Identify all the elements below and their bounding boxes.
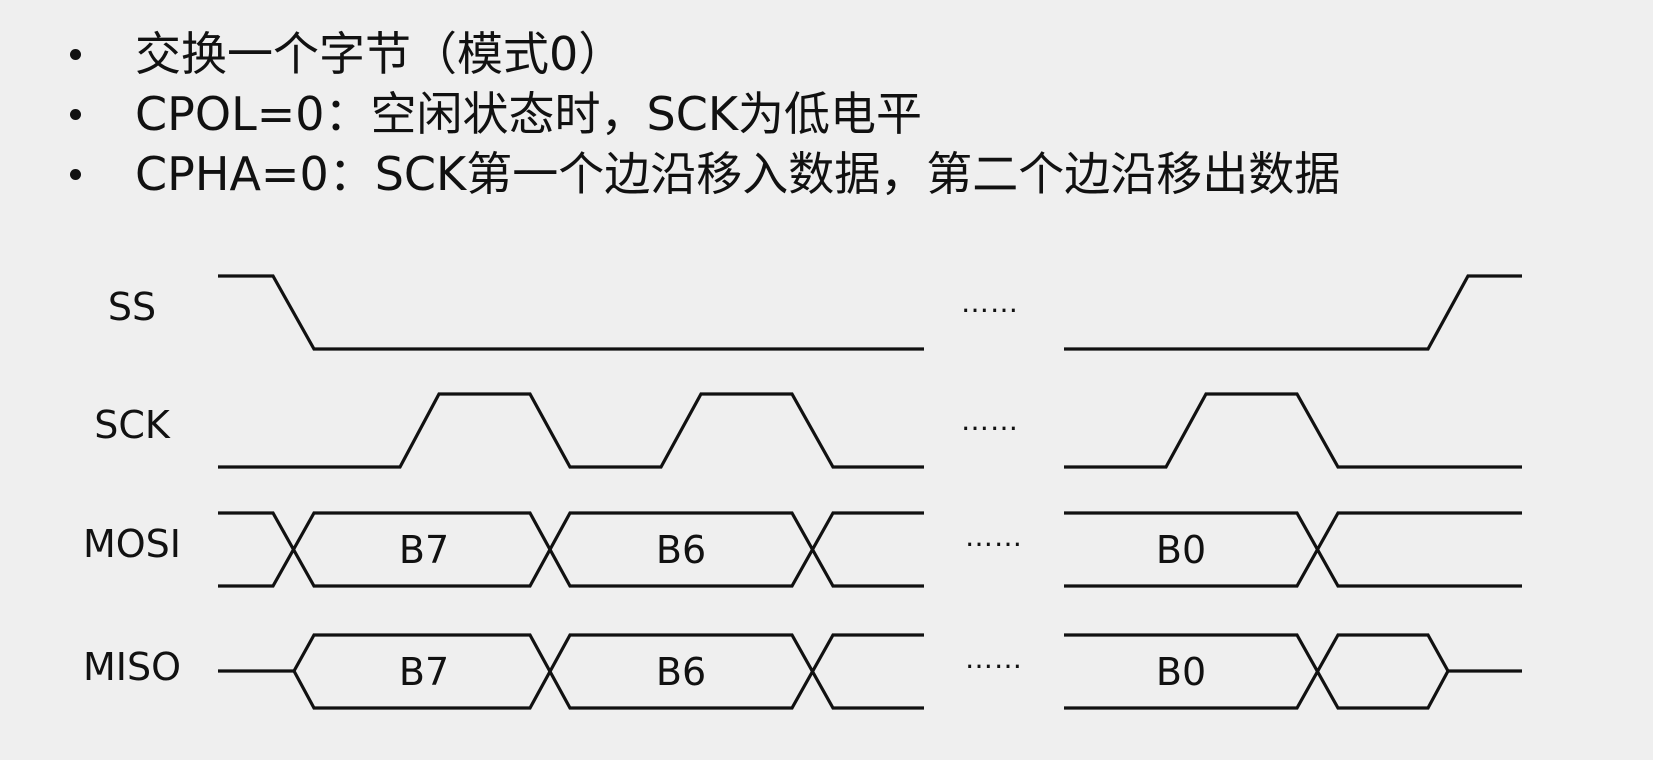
bullet-item: CPHA=0：SCK第一个边沿移入数据，第二个边沿移出数据 bbox=[60, 144, 1340, 204]
bullet-dot-icon bbox=[70, 109, 81, 120]
signal-label-sck: SCK bbox=[94, 403, 171, 447]
mosi-byte-label: B0 bbox=[1156, 528, 1206, 572]
bullet-text: CPHA=0：SCK第一个边沿移入数据，第二个边沿移出数据 bbox=[135, 147, 1341, 201]
signal-label-mosi: MOSI bbox=[83, 522, 181, 566]
miso-byte-label: B7 bbox=[399, 650, 449, 694]
signal-label-ss: SS bbox=[108, 285, 156, 329]
ss-wave-right bbox=[1064, 274, 1522, 351]
bullet-text: CPOL=0：空闲状态时，SCK为低电平 bbox=[135, 87, 922, 141]
miso-byte-label: B6 bbox=[656, 650, 706, 694]
bullet-item: 交换一个字节（模式0） bbox=[60, 24, 1340, 84]
sck-wave-left bbox=[218, 392, 924, 469]
mosi-wave-top-left bbox=[218, 511, 924, 588]
mosi-byte-label: B6 bbox=[656, 528, 706, 572]
bullet-list: 交换一个字节（模式0） CPOL=0：空闲状态时，SCK为低电平 CPHA=0：… bbox=[60, 24, 1340, 204]
sck-ellipsis: …… bbox=[961, 404, 1019, 437]
sck-wave-right bbox=[1064, 392, 1522, 469]
mosi-ellipsis: …… bbox=[965, 520, 1023, 553]
mosi-wave-bottom-right bbox=[1064, 511, 1522, 588]
ss-wave-left bbox=[218, 274, 924, 351]
mosi-byte-label: B7 bbox=[399, 528, 449, 572]
miso-wave-bottom-right bbox=[1064, 633, 1450, 710]
miso-ellipsis: …… bbox=[965, 642, 1023, 675]
bullet-dot-icon bbox=[70, 169, 81, 180]
miso-byte-label: B0 bbox=[1156, 650, 1206, 694]
bullet-text: 交换一个字节（模式0） bbox=[135, 27, 625, 81]
miso-wave-bottom-left bbox=[292, 633, 924, 710]
mosi-wave-bottom-left bbox=[218, 511, 924, 588]
miso-wave-top-right bbox=[1064, 633, 1450, 710]
mosi-wave-top-right bbox=[1064, 511, 1522, 588]
miso-wave-top-left bbox=[292, 633, 924, 710]
bullet-dot-icon bbox=[70, 49, 81, 60]
bullet-item: CPOL=0：空闲状态时，SCK为低电平 bbox=[60, 84, 1340, 144]
signal-label-miso: MISO bbox=[83, 645, 181, 689]
ss-ellipsis: …… bbox=[961, 286, 1019, 319]
